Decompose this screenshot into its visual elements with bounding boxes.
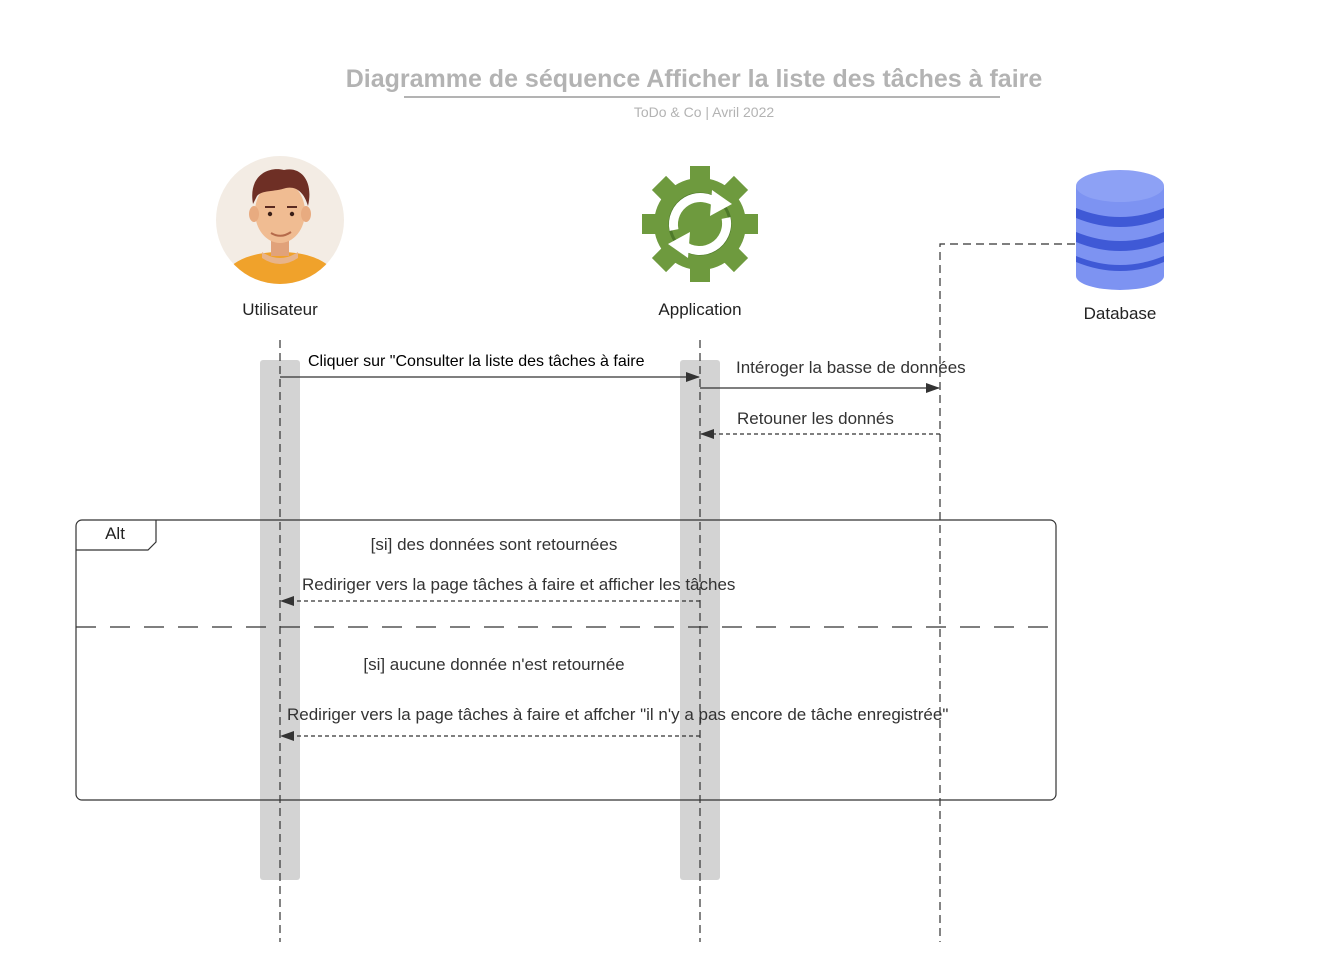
database-icon — [1076, 170, 1164, 290]
alt-guard-1: [si] des données sont retournées — [371, 535, 618, 554]
gear-sync-icon — [642, 166, 758, 282]
db-lifeline — [939, 243, 1075, 942]
message-label-4: Rediriger vers la page tâches à faire et… — [302, 575, 735, 594]
participant-label-app: Application — [658, 300, 741, 319]
page-subtitle: ToDo & Co | Avril 2022 — [634, 104, 775, 120]
message-label-2: Intéroger la basse de données — [736, 358, 966, 377]
user-avatar-icon — [216, 156, 344, 284]
participant-label-user: Utilisateur — [242, 300, 318, 319]
message-label-5: Rediriger vers la page tâches à faire et… — [287, 705, 948, 724]
alt-fragment-frame — [75, 519, 1057, 801]
page-title: Diagramme de séquence Afficher la liste … — [346, 65, 1043, 93]
message-label-1: Cliquer sur "Consulter la liste des tâch… — [308, 353, 645, 370]
participant-label-db: Database — [1084, 304, 1157, 323]
alt-guard-2: [si] aucune donnée n'est retournée — [363, 655, 624, 674]
alt-fragment-tab — [76, 520, 157, 551]
alt-operator-label: Alt — [105, 524, 125, 543]
message-label-3: Retouner les donnés — [737, 409, 894, 428]
